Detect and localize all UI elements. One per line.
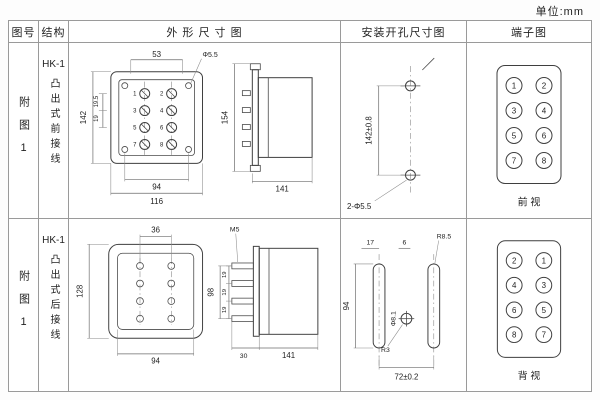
terminal-number: 2 (160, 92, 164, 98)
model-label: HK-1 (42, 235, 65, 246)
header-outline: 外 形 尺 寸 图 (69, 21, 341, 43)
dimensions: 36 128 94 (75, 226, 195, 366)
mounting-slots (372, 263, 441, 349)
dimensions: 53 Φ5.5 142 19.5 19 94 116 (79, 50, 218, 206)
terminal-screws (139, 88, 178, 150)
outline-drawing-cell: 36 128 94 M5 (69, 219, 341, 391)
terminal-number: 8 (542, 157, 547, 166)
mounting-drawing-cell: 17 6 R8.5 94 Φ8.1 R3 72±0.2 (341, 219, 467, 391)
dim-stud-length: 30 (240, 353, 248, 360)
outline-drawing-rear-wiring: 36 128 94 M5 (75, 226, 319, 366)
mounting-drawing-rear-wiring: 17 6 R8.5 94 Φ8.1 R3 72±0.2 (342, 234, 452, 382)
terminal-number: 8 (160, 142, 164, 148)
terminal-number: 3 (133, 109, 137, 115)
outline-drawing-front-wiring: 1 2 3 4 5 6 7 8 53 Φ5.5 142 (79, 50, 313, 206)
terminal-number: 8 (512, 331, 517, 340)
dim-side-length: 141 (276, 184, 290, 193)
dim-center-radius: R3 (381, 347, 390, 354)
dim-height-total: 142 (79, 110, 88, 124)
terminal-number: 1 (512, 82, 517, 91)
dim-stud-pitch: 19 (222, 289, 228, 296)
terminal-number: 4 (512, 281, 517, 290)
dim-slot-width: 6 (403, 239, 407, 246)
front-view: 1 2 3 4 5 6 7 8 (110, 71, 204, 164)
structure-cell: HK-1 凸出式后接线 (39, 219, 69, 391)
view-label: 前 视 (518, 196, 541, 209)
terminal-number: 6 (512, 306, 517, 315)
dim-slot-radius: R8.5 (437, 234, 452, 241)
dim-hole-span: 36 (151, 226, 160, 235)
fig-number-label: 附图1 (17, 270, 30, 340)
model-label: HK-1 (42, 59, 65, 70)
dim-slot-pitch: 72±0.2 (395, 372, 419, 381)
terminal-circles (505, 252, 553, 344)
fig-number-cell: 附图1 (9, 43, 39, 219)
outline-drawing-cell: 1 2 3 4 5 6 7 8 53 Φ5.5 142 (69, 43, 341, 219)
dim-edge-offset: 17 (366, 239, 374, 246)
terminal-number: 5 (133, 126, 137, 132)
terminal-number: 7 (542, 331, 546, 340)
dimension-table: 图号 结构 外 形 尺 寸 图 安装开孔尺寸图 端子图 附图1 HK-1 凸出式… (8, 20, 592, 392)
dim-pitch-1: 19.5 (94, 95, 100, 107)
dim-slot-height: 94 (342, 301, 351, 310)
terminal-number: 4 (542, 107, 547, 116)
mounting-drawing-cell: 142±0.8 2-Φ5.5 (341, 43, 467, 219)
terminal-circles (505, 77, 553, 169)
dim-center-hole: Φ8.1 (391, 311, 398, 326)
terminal-number: 7 (512, 157, 517, 166)
terminal-number: 5 (542, 306, 547, 315)
dim-side-length: 141 (282, 351, 295, 360)
terminal-number: 1 (542, 256, 546, 265)
header-mounting: 安装开孔尺寸图 (341, 21, 467, 43)
dim-stud-pitch: 19 (222, 271, 228, 278)
terminal-number: 6 (542, 132, 547, 141)
mounting-holes (400, 57, 435, 181)
dim-screw-spec: M5 (230, 227, 240, 234)
dim-width-inner: 94 (152, 182, 161, 191)
side-view: 154 141 (220, 63, 313, 193)
terminal-number: 2 (542, 82, 547, 91)
terminal-diagram-front-view: 1 2 3 4 5 6 7 8 前 视 (496, 65, 562, 209)
mounting-drawing-front-wiring: 142±0.8 2-Φ5.5 (347, 57, 435, 211)
terminal-number: 3 (512, 107, 517, 116)
terminal-number: 5 (512, 132, 517, 141)
dim-hole-pitch: 142±0.8 (365, 116, 374, 145)
dim-stud-span: 98 (206, 288, 215, 297)
terminal-number: 1 (133, 92, 137, 98)
structure-desc-label: 凸出式后接线 (48, 254, 59, 344)
unit-label: 单位:mm (535, 6, 584, 18)
dim-width-top: 53 (152, 50, 161, 59)
dim-side-height: 154 (220, 110, 229, 124)
dim-stud-pitch: 19 (222, 307, 228, 314)
fig-number-cell: 附图1 (9, 219, 39, 391)
structure-cell: HK-1 凸出式前接线 (39, 43, 69, 219)
structure-desc-label: 凸出式前接线 (48, 78, 59, 168)
terminal-diagram-cell: 2 1 4 3 6 5 8 7 背 视 (467, 219, 591, 391)
view-label: 背 视 (518, 369, 541, 382)
header-terminal: 端子图 (467, 21, 591, 43)
terminal-number: 2 (512, 256, 516, 265)
dim-width-total: 116 (150, 197, 163, 206)
dim-hole-spec: 2-Φ5.5 (347, 202, 372, 211)
side-view: M5 98 19 19 19 30 141 (206, 227, 319, 360)
dim-width-bottom: 94 (151, 357, 160, 366)
terminal-diagram-back-view: 2 1 4 3 6 5 8 7 背 视 (496, 240, 562, 382)
terminal-number: 6 (160, 126, 164, 132)
terminal-number: 4 (160, 109, 164, 115)
dim-height-total: 128 (75, 285, 84, 298)
header-fig-no: 图号 (9, 21, 39, 43)
header-structure: 结构 (39, 21, 69, 43)
dim-ear-hole: Φ5.5 (203, 52, 218, 59)
dim-pitch-2: 19 (94, 115, 100, 122)
terminal-diagram-cell: 1 2 3 4 5 6 7 8 前 视 (467, 43, 591, 219)
center-hole (398, 310, 415, 327)
terminal-number: 3 (542, 281, 547, 290)
terminal-number: 7 (133, 142, 137, 148)
rear-view (108, 243, 204, 339)
fig-number-label: 附图1 (17, 95, 30, 166)
